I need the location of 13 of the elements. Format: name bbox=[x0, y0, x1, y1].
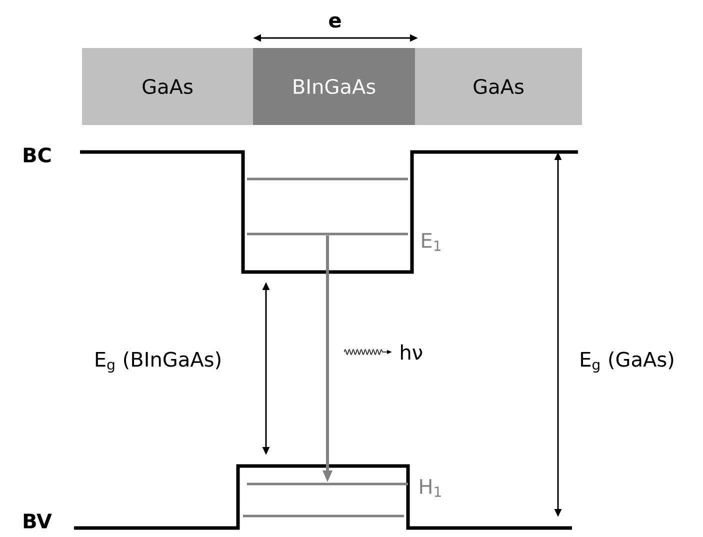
dimension-label: e bbox=[329, 16, 341, 28]
dimension-label: E$_{g}$ (GaAs) bbox=[581, 351, 674, 373]
band-label: BC bbox=[24, 147, 51, 163]
layer-box: GaAs bbox=[82, 48, 253, 125]
energy-level-line bbox=[247, 232, 408, 236]
level-label: E$_{1}$ bbox=[422, 233, 440, 251]
layer-box: BInGaAs bbox=[253, 48, 415, 125]
energy-level-line bbox=[247, 482, 408, 486]
band-label: BV bbox=[24, 514, 52, 528]
dimension-label: E$_{g}$ (BInGaAs) bbox=[96, 351, 220, 373]
photon-label: hν bbox=[401, 344, 422, 360]
level-label: H$_{1}$ bbox=[420, 479, 441, 497]
layer-box: GaAs bbox=[415, 48, 582, 125]
